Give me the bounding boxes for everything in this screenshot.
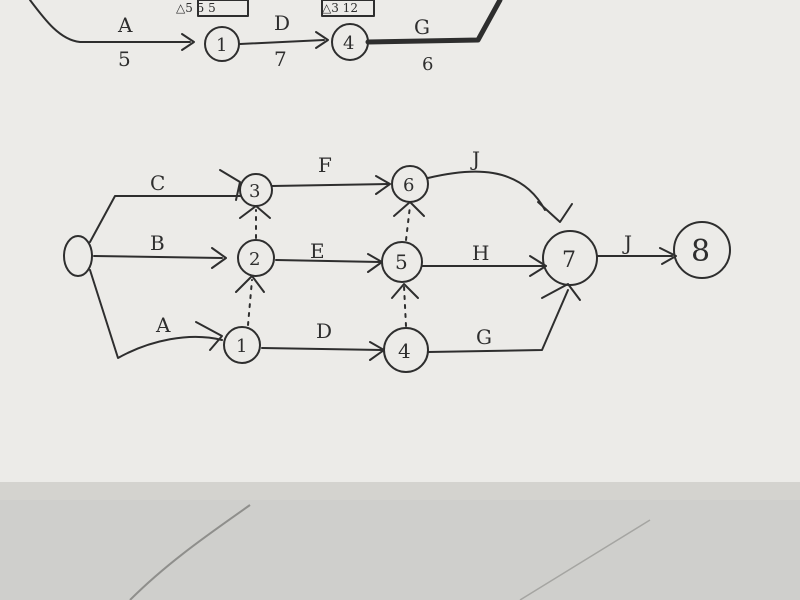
edge-label-b: B <box>150 231 165 255</box>
dummy-5-6 <box>405 205 411 241</box>
arrowhead <box>211 247 227 269</box>
node-4-label: 4 <box>398 339 411 363</box>
top-thick-path <box>365 0 503 45</box>
top-box-1-text: △5 5 5 <box>176 1 216 15</box>
arrowhead <box>239 205 271 219</box>
edge-label-d: D <box>316 319 332 343</box>
edge-label-e: E <box>310 239 325 263</box>
node-2-label: 2 <box>249 249 260 270</box>
edge-label-g: G <box>476 325 492 349</box>
top-node-4-label: 4 <box>343 33 354 54</box>
edge-a <box>89 269 223 359</box>
dummy-1-2 <box>247 279 253 326</box>
node-7-label: 7 <box>562 248 576 273</box>
top-edge-d-duration: 7 <box>274 47 287 71</box>
top-edge-a-label: A <box>117 13 133 37</box>
edge-f <box>271 183 389 187</box>
node-6-label: 6 <box>403 175 414 196</box>
top-edge-d-label: D <box>274 11 290 35</box>
arrowhead <box>219 169 241 201</box>
paper-shadow-strip <box>0 482 800 500</box>
edge-label-j-final: J <box>622 231 632 255</box>
top-box-2 <box>321 0 375 17</box>
arrowhead <box>537 201 573 223</box>
arrowhead <box>391 283 419 299</box>
node-8 <box>673 221 731 279</box>
arrowhead <box>375 175 391 195</box>
arrowhead <box>235 275 265 293</box>
edge-j-top <box>427 170 546 211</box>
edge-label-f: F <box>318 153 332 177</box>
edge-b <box>93 255 223 259</box>
arrowhead <box>181 33 195 51</box>
top-edge-g-duration: 6 <box>422 54 433 75</box>
dummy-4-5 <box>403 285 407 327</box>
arrowhead <box>659 247 677 265</box>
node-1-label: 1 <box>236 336 247 357</box>
top-edge-a-duration: 5 <box>118 47 131 71</box>
marble-vein <box>129 504 251 600</box>
edge-label-h: H <box>472 241 489 265</box>
node-5-label: 5 <box>395 250 408 274</box>
edge-label-c: C <box>150 171 165 195</box>
edge-d <box>261 347 383 351</box>
node-8-label: 8 <box>691 234 710 269</box>
node-0 <box>63 235 93 277</box>
top-box-1 <box>197 0 249 17</box>
top-box-2-text: △3 12 <box>322 1 358 15</box>
node-3-label: 3 <box>249 181 260 202</box>
top-left-curve <box>29 0 191 43</box>
arrowhead <box>315 31 329 49</box>
edge-c <box>89 195 241 243</box>
paper-sheet <box>0 0 800 498</box>
edge-label-a: A <box>155 313 171 337</box>
marble-vein <box>519 519 651 600</box>
node-2 <box>237 239 275 277</box>
arrowhead <box>195 321 223 351</box>
arrowhead <box>393 201 425 217</box>
top-node-1-label: 1 <box>216 35 227 56</box>
edge-label-j-top: J <box>470 147 480 171</box>
node-7 <box>542 230 598 286</box>
edge-g <box>427 289 569 353</box>
top-edge-g-label: G <box>414 15 430 39</box>
node-1 <box>223 326 261 364</box>
node-4 <box>383 327 429 373</box>
top-arrow-d <box>239 39 325 45</box>
node-5 <box>381 241 423 283</box>
edge-e <box>275 259 381 263</box>
arrowhead <box>529 255 547 277</box>
